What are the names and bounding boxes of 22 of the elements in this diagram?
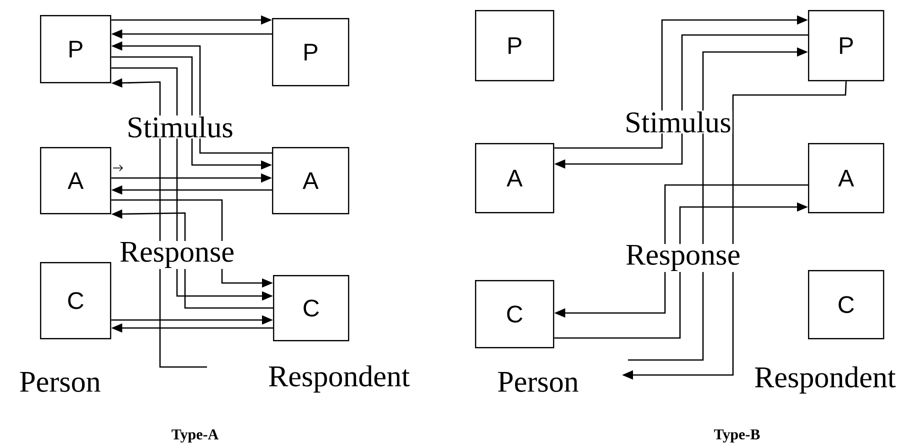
letter-box: P	[808, 10, 884, 82]
panel-caption: Type-A	[172, 429, 218, 443]
letter-box: A	[40, 147, 112, 214]
letter-box: C	[40, 262, 112, 340]
row-label: Stimulus	[126, 115, 234, 139]
letter-box: A	[475, 143, 554, 214]
letter-box: A	[272, 147, 350, 214]
letter-box: P	[40, 15, 112, 84]
row-label: Stimulus	[624, 110, 732, 134]
letter-box: P	[272, 18, 350, 86]
row-label: Response	[118, 240, 236, 269]
column-label: Respondent	[267, 364, 411, 394]
letter-box: C	[475, 280, 554, 348]
panel-caption: Type-B	[714, 429, 760, 443]
letter-box: P	[475, 10, 554, 82]
row-label: Response	[624, 244, 742, 272]
letter-box: A	[808, 143, 884, 214]
column-label: Person	[496, 371, 580, 393]
letter-box: C	[808, 270, 884, 340]
column-label: Respondent	[753, 365, 897, 395]
column-label: Person	[18, 371, 102, 393]
letter-box: C	[273, 275, 350, 342]
